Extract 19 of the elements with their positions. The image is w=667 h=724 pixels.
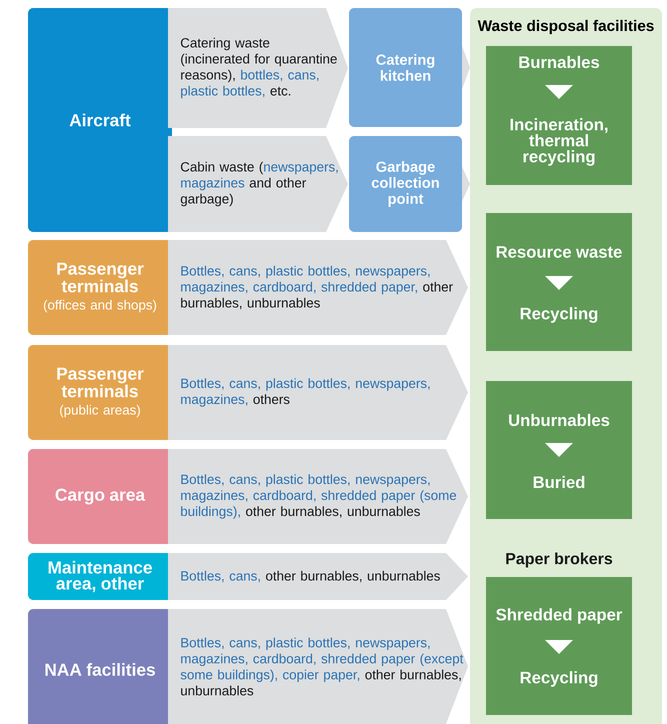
node-label: Paper brokers: [506, 552, 612, 568]
waste-list-box: Bottles, cans, plastic bottles, newspapers, magazines, others: [168, 345, 468, 440]
source-box: Aircraft: [28, 8, 172, 232]
disposal-box: Unburnables Buried: [486, 381, 632, 519]
disposal-box: Paper brokers Shredded paper Recycling: [486, 552, 632, 715]
waste-list-box: Bottles, cans, other burnables, unburnables: [168, 553, 468, 600]
source-box: Cargo area: [28, 449, 172, 544]
waste-list-box: Bottles, cans, plastic bottles, newspapers, magazines, cardboard, shredded paper (except some buildings), copier paper, other burnables, unburnables: [168, 609, 468, 724]
disposal-box: Burnables Incineration, thermal recycling: [486, 46, 632, 185]
disposal-box: Resource waste Recycling: [486, 213, 632, 351]
source-box: Passenger terminals (public areas): [28, 345, 172, 440]
collection-box: Catering kitchen: [349, 8, 462, 127]
source-box: Passenger terminals (offices and shops): [28, 240, 172, 335]
waste-list-box: Bottles, cans, plastic bottles, newspapers, magazines, cardboard, shredded paper (some buildings), other burnables, unburnables: [168, 449, 468, 544]
waste-list-box: Bottles, cans, plastic bottles, newspapers, magazines, cardboard, shredded paper, other burnables, unburnables: [168, 240, 468, 335]
waste-list-box: Cabin waste (newspapers, magazines and other garbage): [168, 136, 348, 232]
source-box: Maintenance area, other: [28, 553, 172, 600]
waste-list-box: Catering waste (incinerated for quarantine reasons), bottles, cans, plastic bottles, etc.: [168, 8, 348, 128]
collection-box: Garbage collection point: [349, 136, 462, 232]
